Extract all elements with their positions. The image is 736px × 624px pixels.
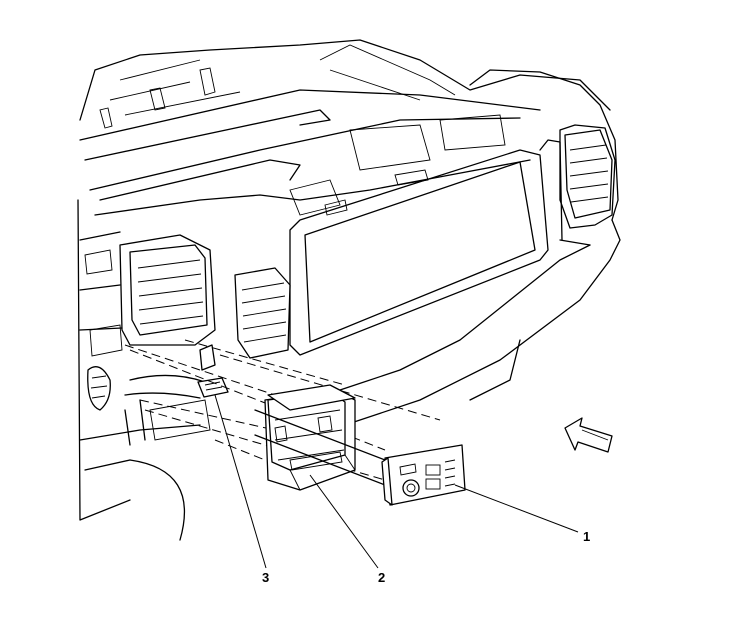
callout-3: 3 [262,570,269,585]
left-air-vent [119,234,216,346]
dash-right-shell [289,69,621,441]
leader-lines [214,394,579,569]
callout-1: 1 [583,529,590,544]
right-air-vent [564,129,613,219]
control-module [254,409,466,506]
mounting-bracket [264,384,356,491]
center-air-vent [234,267,291,359]
view-direction-arrow [564,417,613,453]
left-dash-lower [77,199,216,541]
callout-2: 2 [378,570,385,585]
electrical-connector [197,377,229,398]
dash-top-structure [79,39,611,216]
